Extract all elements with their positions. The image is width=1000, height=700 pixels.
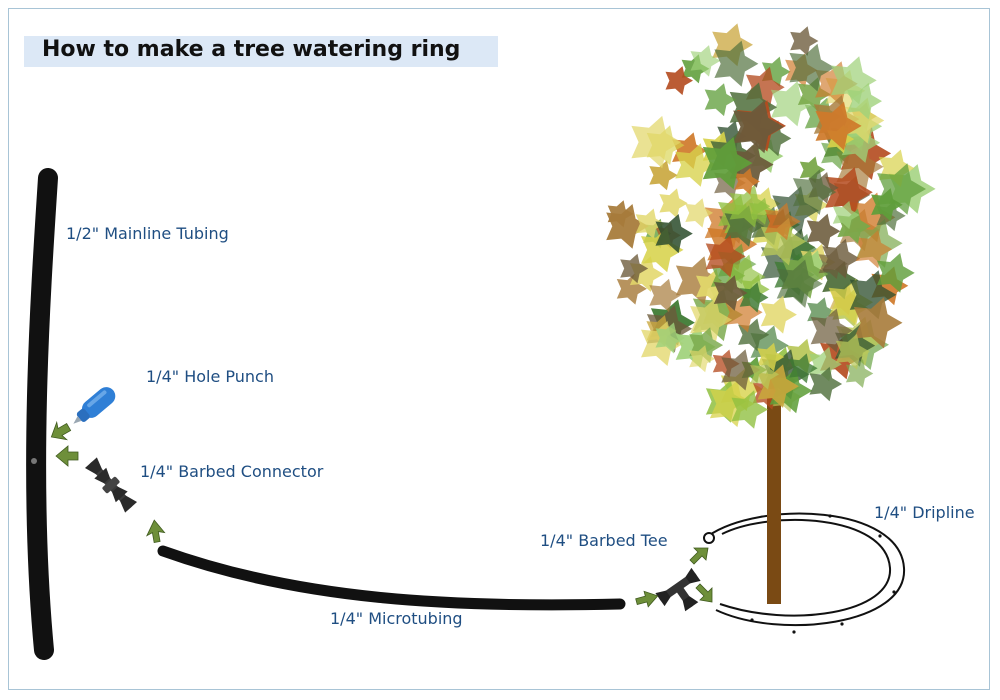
label-dripline: 1/4" Dripline [874,503,975,522]
leaf [835,333,870,370]
leaf [831,56,877,105]
leaf [825,167,873,218]
tree-icon [606,23,936,429]
leaf [702,136,753,190]
leaf [685,198,714,228]
leaf [806,213,841,249]
leaf [705,235,746,278]
leaf [607,200,634,228]
leaf [790,26,819,56]
label-hole-punch: 1/4" Hole Punch [146,367,274,386]
leaf [818,248,848,279]
leaf [713,275,748,311]
hole-punch-icon [73,387,116,424]
leaf [815,101,862,151]
leaf [641,227,684,273]
label-barbed-connector: 1/4" Barbed Connector [140,462,324,481]
arrow-microtube-to-tee [635,590,659,608]
leaf [809,366,843,402]
leaf [659,188,688,219]
diagram-title: How to make a tree watering ring [42,37,461,62]
arrow-microtube-to-connector [145,519,166,543]
barbed-connector-icon [84,457,138,513]
leaf [792,169,837,215]
leaf [690,45,721,77]
leaf [809,346,842,382]
barbed-tee-icon [655,567,701,612]
leaf [655,214,693,254]
arrow-connector-to-tube [55,445,79,467]
leaf [690,297,733,342]
leaf [721,349,761,391]
leaf [853,297,903,349]
leaf [635,208,665,239]
leaf [729,184,771,228]
leaf [760,295,797,334]
leaf [876,253,915,293]
leaf [616,272,647,305]
leaf [797,77,831,112]
leaf [649,160,678,191]
leaf [733,100,784,154]
leaf [750,359,779,390]
tree-trunk [767,398,781,604]
label-barbed-tee: 1/4" Barbed Tee [540,531,668,550]
leaf [871,188,903,222]
arrow-tee-to-ring-top [689,547,709,565]
arrow-punch-to-tube [50,420,72,441]
leaf [849,270,897,320]
leaf [764,202,801,241]
leaf [855,230,893,269]
leaf [731,390,768,429]
punched-hole [31,458,37,464]
leaf [770,81,814,127]
leaf [832,200,860,230]
leaf [845,359,874,388]
leaf [714,40,759,87]
leaf [675,143,717,187]
arrow-tee-to-ring-bottom [695,583,713,603]
leaf [828,278,874,326]
leaf [789,353,818,384]
leaf [689,345,716,373]
leaf [709,380,755,428]
leaf [631,115,682,169]
leaf [739,282,769,313]
title-band [24,36,498,67]
leaf [620,253,649,284]
leaf [776,259,823,308]
leaf [649,278,682,313]
microtubing [157,545,626,611]
leaf [810,308,853,353]
label-mainline-tubing: 1/2" Mainline Tubing [66,224,229,243]
leaf [734,168,760,195]
leaf [665,66,693,96]
leaf [655,322,686,354]
label-microtubing: 1/4" Microtubing [330,609,463,628]
dripline-ring [703,512,906,634]
leaf [704,83,736,117]
leaf [799,156,826,184]
arrows [50,420,713,608]
leaf [789,43,835,92]
mainline-tubing [26,168,58,660]
